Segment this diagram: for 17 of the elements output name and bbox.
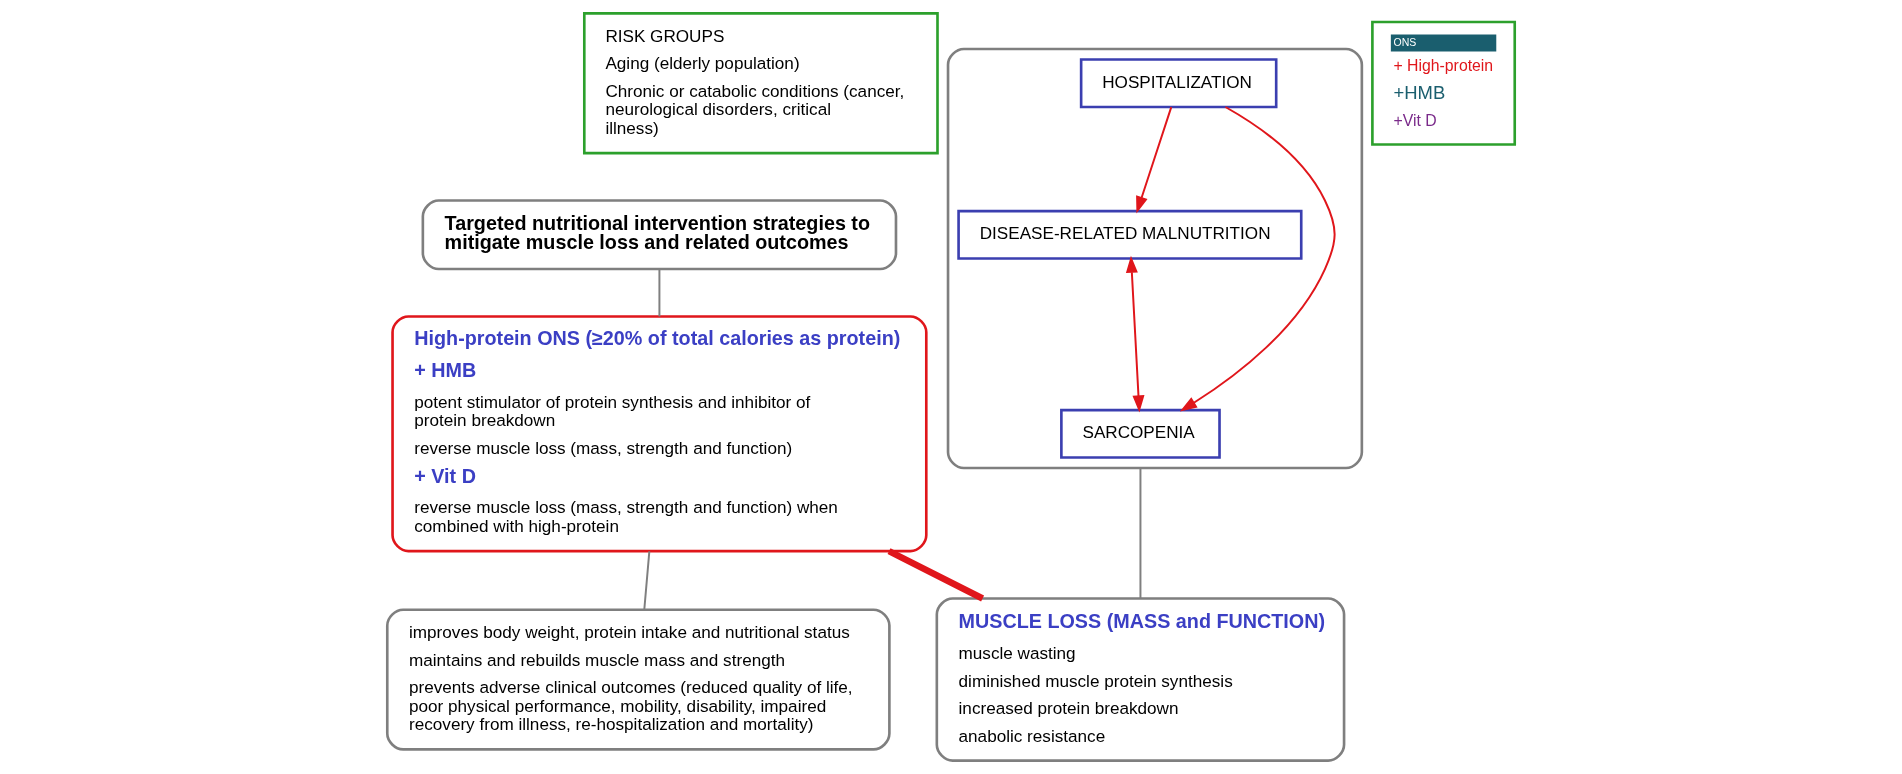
node-box: Targeted nutritional intervention strategies to mitigate muscle loss and related outcomes (421, 199, 898, 271)
cluster (946, 47, 1364, 470)
arrow (1136, 106, 1173, 214)
arrow (1125, 255, 1145, 413)
node-box: MUSCLE LOSS (MASS and FUNCTION) muscle wasting diminished muscle protein synthesis increased protein breakdown anabolic resistance (935, 597, 1346, 762)
node-box: RISK GROUPS Aging (elderly population) Chronic or catabolic conditions (cancer, neurological disorders, critical illness) (582, 12, 939, 155)
connector (643, 550, 651, 611)
node-box: ONS + High-protein +HMB +Vit D (1371, 20, 1517, 146)
node-box: SARCOPENIA (1060, 408, 1221, 459)
arrow (1179, 106, 1336, 412)
node-box: DISEASE-RELATED MALNUTRITION (957, 209, 1303, 260)
node-box: High-protein ONS (≥20% of total calories as protein) + HMB potent stimulator of protein synthesis and inhibitor of protein breakdown reverse muscle loss (mass, strength and function) + Vit D reverse muscle loss (mass, strength and function) when combined with high-protein (391, 315, 928, 553)
connector (1139, 467, 1142, 600)
connector (658, 268, 661, 318)
connector (887, 548, 985, 602)
node-box: improves body weight, protein intake and nutritional status maintains and rebuilds muscle mass and strength prevents adverse clinical outcomes (reduced quality of life, poor physical performance, mobility, disability, impaired recovery from illness, re-hospitalization and mortality) (385, 608, 891, 751)
node-box: HOSPITALIZATION (1079, 58, 1278, 109)
